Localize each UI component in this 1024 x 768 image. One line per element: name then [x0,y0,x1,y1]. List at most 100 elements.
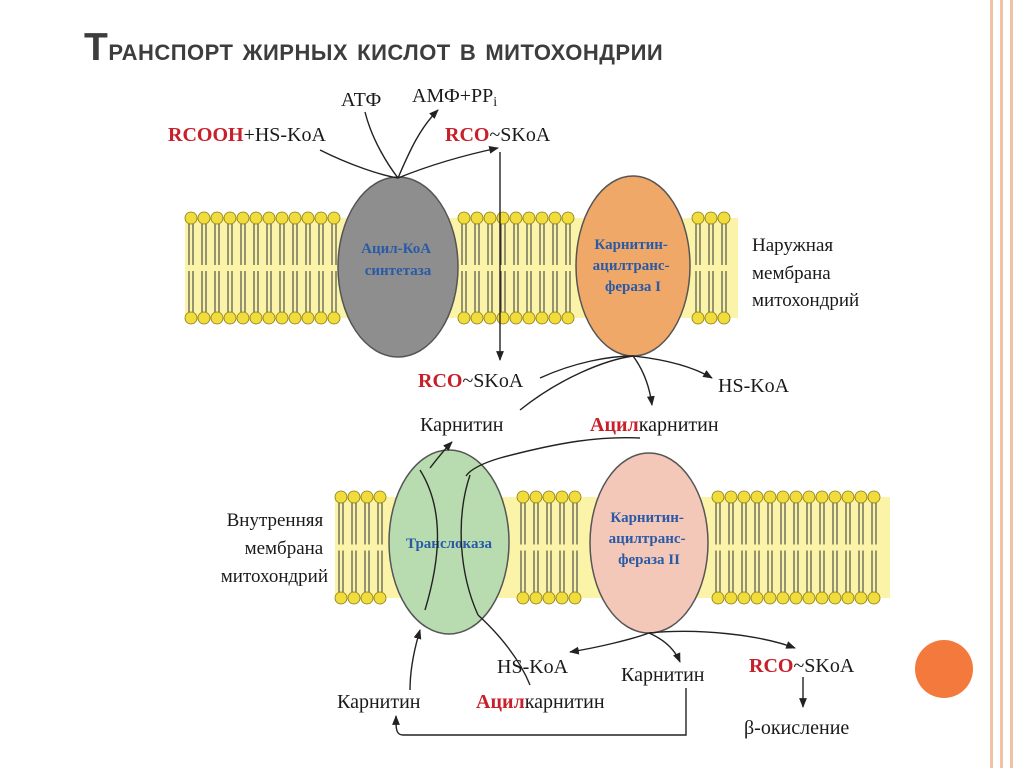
lipid-head [711,490,725,504]
carnitine-bottom-left-label: Карнитин [337,691,421,713]
lipid-head [815,490,829,504]
lipid-head [288,311,302,325]
lipid-head [483,211,497,225]
lipid-head [522,311,536,325]
decor-circle [915,640,973,698]
lipid-head [496,211,510,225]
lipid-head [568,591,582,605]
lipid-head [776,490,790,504]
reaction-arrow [569,632,650,655]
lipid-head [327,311,341,325]
lipid-head [802,490,816,504]
reaction-curve [319,149,399,179]
synthetase-label-line: Ацил-КоА [361,241,431,257]
title-first-letter: Т [84,26,109,69]
lipid-head [457,311,471,325]
rco-skoa-mid-label: RCO~SKoA [418,370,524,392]
amp-ppi-label: АМФ+PPi [412,85,497,110]
acylcarnitine-path [465,436,641,477]
lipid-head [509,311,523,325]
reaction-arrow [632,355,713,379]
lipid-head [249,311,263,325]
translocase-out-path [477,614,531,686]
lipid-head [535,211,549,225]
cpt1-label-line: ацилтранс- [593,258,670,274]
translocase-label: Транслоказа [406,536,492,552]
lipid-head [750,591,764,605]
lipid-head [724,490,738,504]
lipid-head [867,490,881,504]
reaction-curve [364,111,399,179]
lipid-head [529,490,543,504]
lipid-head [789,591,803,605]
cpt1-label-line: фераза I [605,279,661,295]
lipid-head [542,591,556,605]
atp-label: АТФ [341,89,381,111]
skoa-text: ~SKoA [489,124,550,146]
decor-stripe [1010,0,1013,768]
outer-membrane-label-line: митохондрий [752,290,859,311]
lipid-head [470,311,484,325]
reaction-curve [519,355,634,411]
carnitine-out-arrow [429,441,453,469]
inner-membrane-label-line: Внутренняя [227,510,324,531]
skoa-text: ~SKoA [462,370,523,392]
lipid-head [555,591,569,605]
lipid-head [457,211,471,225]
lipid-head [691,211,705,225]
lipid-head [561,211,575,225]
lipid-head [750,490,764,504]
lipid-head [522,211,536,225]
carnitine-bottom-right-label: Карнитин [621,664,705,686]
lipid-head [763,490,777,504]
skoa-text: ~SKoA [793,655,854,677]
reaction-arrow [648,632,681,663]
lipid-head [210,211,224,225]
lipid-head [737,591,751,605]
lipid-head [197,211,211,225]
lipid-head [724,591,738,605]
lipid-head [509,211,523,225]
synthetase-label-line: синтетаза [365,263,432,279]
lipid-head [327,211,341,225]
lipid-head [548,211,562,225]
translocase-arrow [460,474,479,616]
lipid-head [535,311,549,325]
lipid-head [496,311,510,325]
lipid-head [717,211,731,225]
lipid-head [223,211,237,225]
lipid-head [360,591,374,605]
outer-membrane-label-line: Наружная [752,235,833,256]
cpt2-label-line: фераза II [618,552,680,568]
lipid-head [828,591,842,605]
hscoa-mid-label: HS-KoA [718,375,790,397]
lipid-head [802,591,816,605]
lipid-head [737,490,751,504]
cpt1-label-line: Карнитин- [594,237,667,253]
lipid-head [210,311,224,325]
lipid-head [301,211,315,225]
lipid-head [841,591,855,605]
lipid-head [516,490,530,504]
inner-membrane-label: Внутренняя мембрана митохондрий [221,510,328,587]
lipid-head [841,490,855,504]
rco-text: RCO [418,370,462,392]
lipid-head [529,591,543,605]
lipid-head [301,311,315,325]
lipid-head [555,490,569,504]
lipid-head [249,211,263,225]
beta-oxidation-label: β-окисление [744,717,849,739]
carnitine-in-arrow [409,629,422,691]
lipid-head [236,311,250,325]
lipid-head [347,591,361,605]
cpt1-label: Карнитин- ацилтранс- фераза I [593,237,674,295]
translocase-label-line: Транслоказа [406,536,492,552]
lipid-head [470,211,484,225]
lipid-head [763,591,777,605]
acylcarnitine-bottom-label: Ацилкарнитин [476,691,605,713]
rcooh-text: RCOOH [168,124,244,146]
lipid-head [561,311,575,325]
lipid-head [691,311,705,325]
